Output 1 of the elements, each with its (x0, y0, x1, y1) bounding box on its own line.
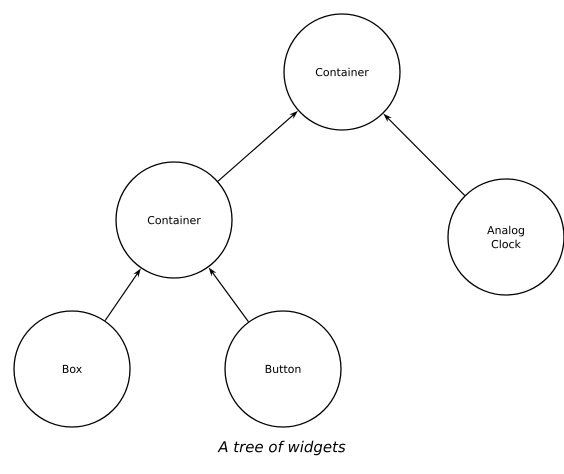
caption: A tree of widgets (217, 440, 346, 456)
